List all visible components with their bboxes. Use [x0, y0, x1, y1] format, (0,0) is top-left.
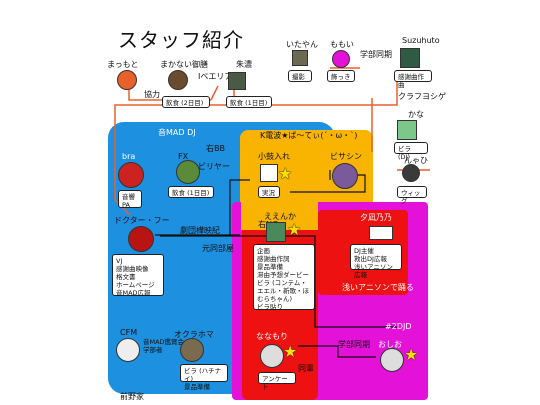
- label-okura: オクラホマ: [174, 330, 214, 339]
- label-suzuhuto: Suzuhuto: [402, 36, 440, 45]
- avatar-yuuhi: [369, 226, 393, 240]
- label-asai-anison: 浅いアニソンで踊る: [342, 283, 414, 292]
- label-eenka: ええんか: [264, 212, 296, 221]
- avatar-eenka: [266, 222, 286, 242]
- page-title: スタッフ紹介: [118, 28, 244, 52]
- zone-blue-label: 音MAD DJ: [158, 128, 196, 137]
- box-itayan: 撮影: [288, 70, 312, 82]
- box-doctor: VJ 感謝曲映像 格文書 ホームページ 音MAD広報: [112, 254, 164, 297]
- oshio-star-icon: ★: [404, 345, 419, 364]
- label-matsumoto: まっもと: [107, 60, 139, 69]
- box-kana: ビラ (DJ): [394, 142, 428, 161]
- label-cfm: CFM: [120, 328, 138, 337]
- avatar-matsumoto: [117, 70, 137, 90]
- label-ihataria: Iベエリア: [198, 72, 233, 81]
- label-oshio: おしお: [378, 340, 402, 349]
- nanamori-star-icon: ★: [283, 342, 298, 361]
- avatar-makanai: [168, 70, 188, 90]
- box-momoi: 飾っき: [327, 70, 355, 82]
- label-suzaku: 朱濃: [236, 60, 252, 69]
- box-kobana: 実況: [258, 186, 280, 198]
- label-kobana: 小鼓入れ: [258, 152, 290, 161]
- avatar-cfm: [116, 338, 140, 362]
- avatar-nanamori: [260, 344, 284, 368]
- label-nanamori: ななもり: [256, 332, 288, 341]
- avatar-nyahi: [402, 164, 420, 182]
- label-kana: かな: [408, 110, 424, 119]
- box-eenka: 企画 感謝曲作詞 景品準備 滞由予想ダービー ビラ (コンテム・ エエル・新歌・…: [253, 244, 315, 311]
- box-suzaku: 飲食 (1日目): [226, 96, 272, 108]
- kobana-star-icon: ★: [278, 164, 293, 183]
- avatar-momoi: [332, 50, 350, 68]
- label-doumei: 同輩: [298, 364, 314, 373]
- label-makanai: まかない御膳: [160, 60, 208, 69]
- label-bra: bra: [122, 152, 136, 161]
- label-doctor: ドクター・フー: [114, 216, 170, 225]
- avatar-fx: [176, 160, 200, 184]
- label-nyahi: んゃひ: [404, 156, 428, 165]
- avatar-bisasin: [332, 163, 358, 189]
- box-nyahi: ウィッグ: [397, 186, 427, 205]
- box-okura: ビラ (ハチナイ) 景品準備: [180, 364, 228, 391]
- label-piriya: ビリヤー: [198, 162, 230, 171]
- label-momoi: ももい: [330, 40, 354, 49]
- label-fx: FX: [178, 152, 189, 161]
- label-gakubu-douki-bottom: 学部同期: [338, 340, 370, 349]
- label-bisasin: ビサシン: [330, 152, 362, 161]
- avatar-oshio: [380, 348, 404, 372]
- avatar-okura: [180, 338, 204, 362]
- zone-magenta-label: #2DJD: [385, 322, 412, 331]
- box-fx: 飲食 (1日目): [168, 186, 214, 198]
- box-yuuhi: DJ主催 救出DJ広報 浅いアニソン広報: [350, 244, 402, 279]
- box-onmad-jouei: 音MAD鑑賞会 学部者: [143, 338, 185, 354]
- avatar-suzaku: [228, 72, 246, 90]
- avatar-bra: [118, 162, 144, 188]
- label-gakubu-douki-top: 学部同期: [360, 50, 392, 59]
- avatar-itayan: [292, 50, 308, 66]
- label-kozuya: 前野家: [120, 392, 144, 401]
- avatar-suzuhuto: [400, 48, 420, 68]
- label-moto-doubu: 元同部屋: [202, 244, 234, 253]
- box-suzuhuto: 感謝曲作曲: [394, 70, 432, 89]
- label-kurafu: クラフヨシゲ: [398, 92, 446, 101]
- box-nanamori: アンケート: [258, 372, 296, 391]
- zone-orange-label: K電波★ば〜てぃ(´・ω・`): [260, 131, 358, 140]
- box-kyoryoku: 飲食 (2日目): [162, 96, 210, 108]
- box-bra: 音響 PA: [118, 190, 142, 209]
- label-migi-bb: 右BB: [206, 144, 225, 153]
- eenka-star-icon: ★: [287, 220, 302, 239]
- avatar-kana: [397, 120, 417, 140]
- label-kyoryoku: 協力: [144, 90, 160, 99]
- label-yuuhi: 夕凪乃乃: [360, 213, 392, 222]
- label-geki-dan: 劇団樺映紀: [180, 226, 220, 235]
- label-itayan: いたやん: [286, 40, 318, 49]
- avatar-kobana: [260, 164, 278, 182]
- avatar-doctor: [128, 226, 154, 252]
